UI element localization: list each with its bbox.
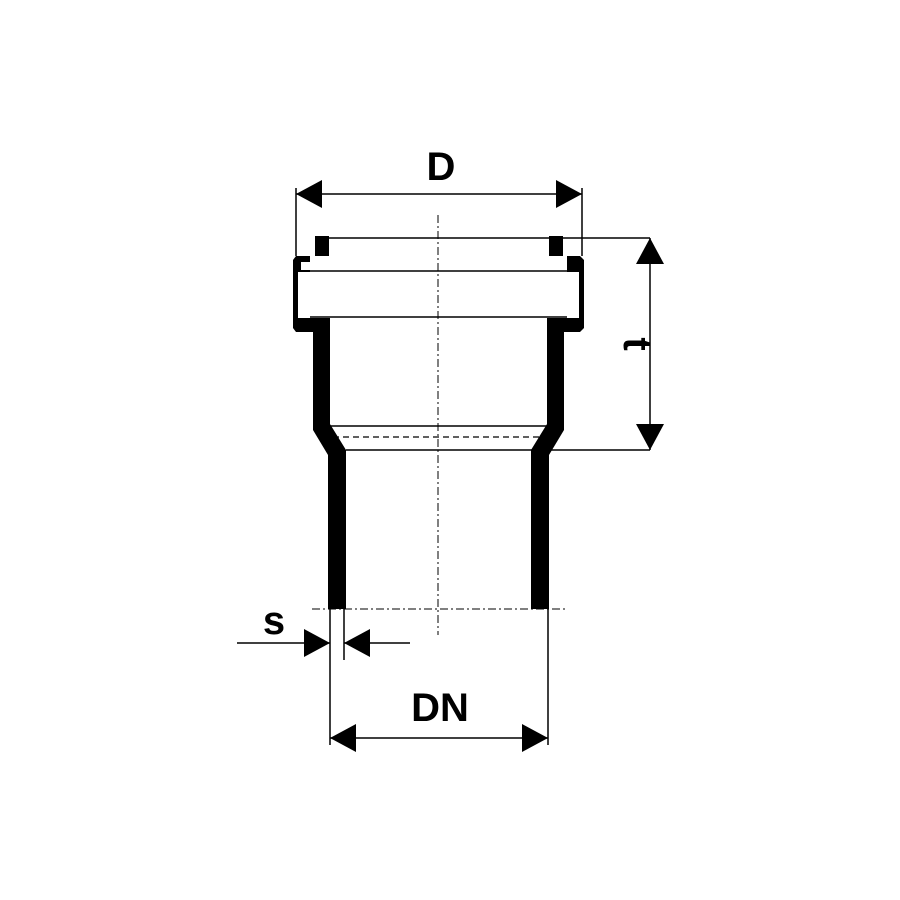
dn-arrow-right — [522, 724, 548, 752]
s-label: s — [263, 599, 285, 643]
dn-arrow-left — [330, 724, 356, 752]
left-pipe-wall — [293, 236, 346, 609]
d-arrow-left — [296, 180, 322, 208]
s-arrow-right — [344, 629, 370, 657]
t-label: t — [615, 337, 659, 350]
right-pipe-wall — [531, 236, 584, 609]
d-arrow-right — [556, 180, 582, 208]
t-arrow-bottom — [636, 424, 664, 450]
t-arrow-top — [636, 238, 664, 264]
dn-label: DN — [411, 686, 469, 730]
d-label: D — [427, 145, 456, 189]
left-gasket-groove — [301, 262, 312, 270]
s-arrow-left — [304, 629, 330, 657]
